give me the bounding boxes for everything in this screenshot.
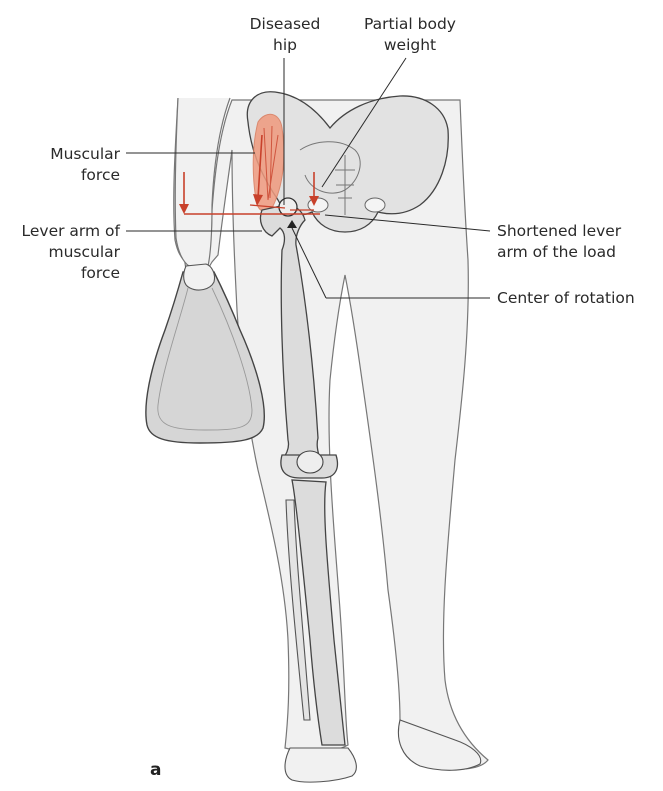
hand <box>184 264 215 290</box>
label-diseased-hip: Diseased hip <box>240 14 330 56</box>
label-shortened-lever-arm: Shortened lever arm of the load <box>497 221 657 263</box>
label-muscular-force: Muscular force <box>20 144 120 186</box>
label-lever-arm-muscular-force: Lever arm of muscular force <box>5 221 120 284</box>
panel-letter: a <box>150 760 161 780</box>
foot-left <box>285 748 356 782</box>
label-partial-body-weight: Partial body weight <box>350 14 470 56</box>
label-center-of-rotation: Center of rotation <box>497 288 662 309</box>
